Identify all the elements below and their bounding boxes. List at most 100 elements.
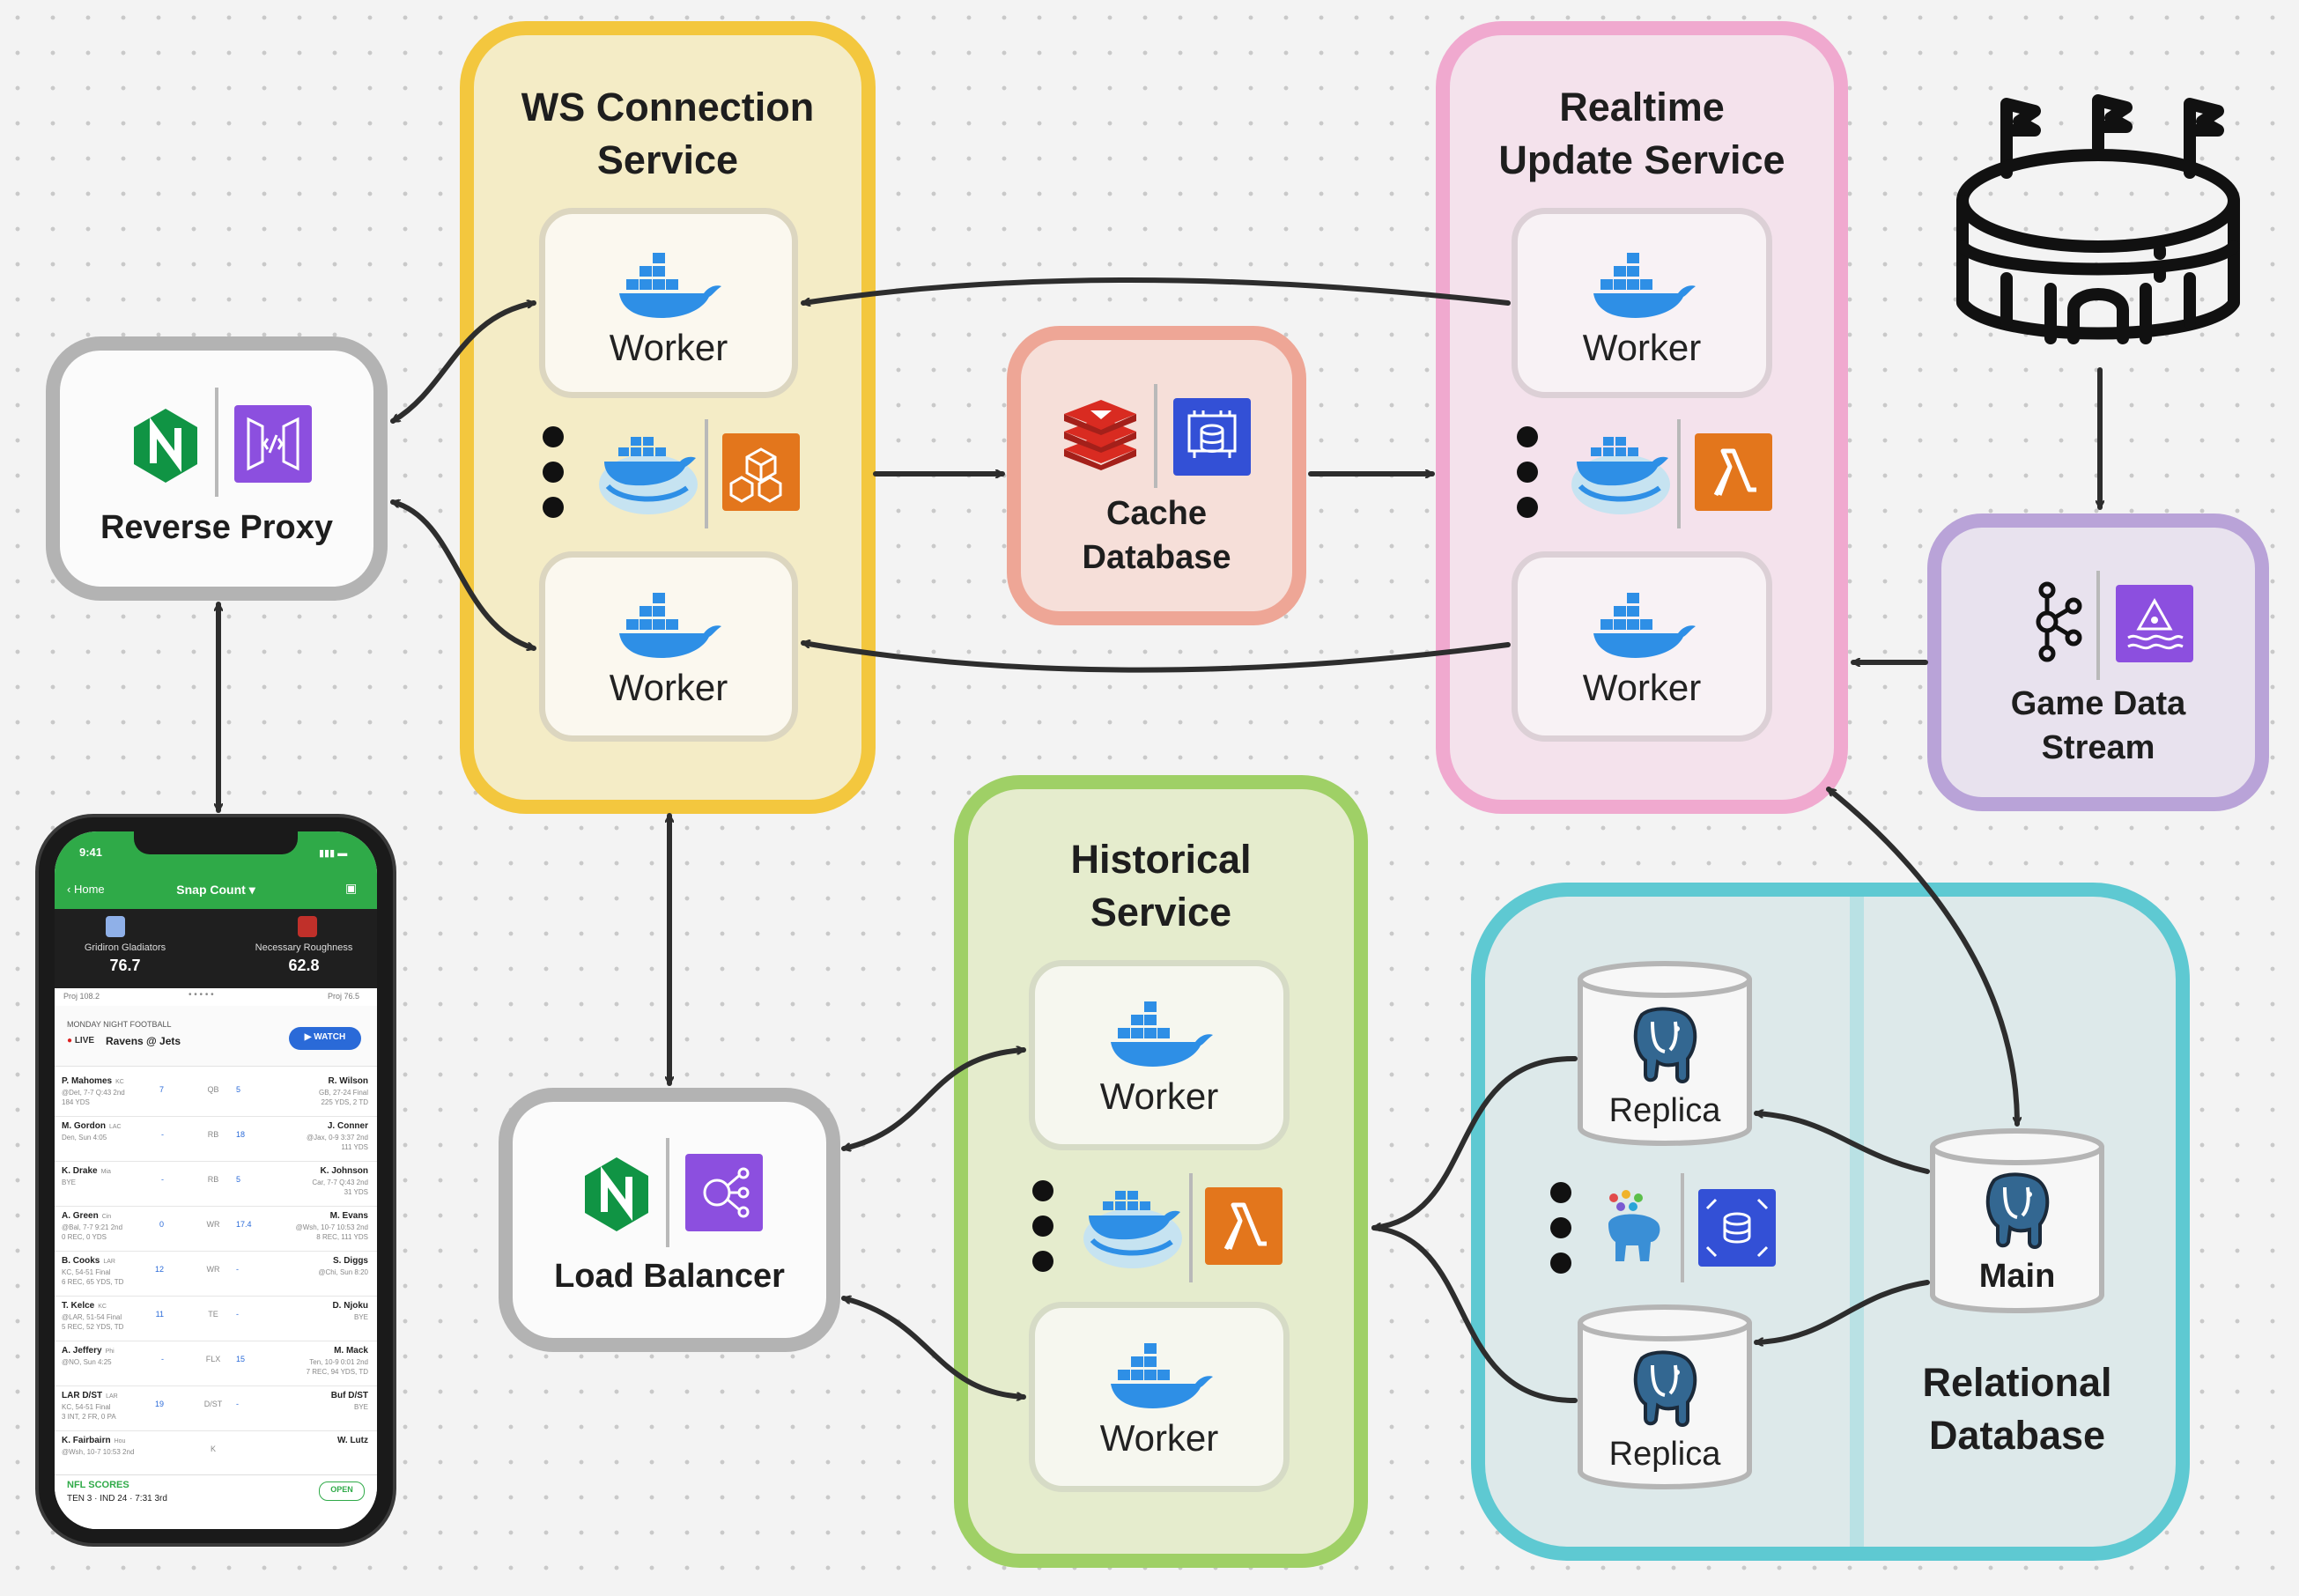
roster-cell-v2: 18: [236, 1130, 246, 1139]
aws-lambda-icon: [1205, 1187, 1283, 1265]
worker-label: Worker: [609, 327, 728, 368]
roster-cell-p2: K. Johnson: [320, 1166, 368, 1176]
roster-cell-v2: -: [236, 1400, 239, 1408]
realtime-worker-bottom[interactable]: Worker: [1512, 551, 1772, 742]
roster-cell-s2: BYE: [353, 1313, 368, 1321]
chevron-left-icon: ‹: [67, 883, 74, 896]
roster-cell-d1: 6 REC, 65 YDS, TD: [62, 1278, 124, 1286]
roster-team-tag: LAR: [106, 1393, 118, 1400]
roster-cell-v2: 5: [236, 1085, 241, 1094]
roster-cell-v1: 11: [155, 1310, 164, 1319]
ellipsis-dot: [1550, 1252, 1571, 1274]
roster-cell-v1: 0: [159, 1220, 164, 1229]
replica-top-db[interactable]: Replica: [1577, 960, 1753, 1149]
roster-cell-p2: D. Njoku: [332, 1301, 368, 1311]
chat-icon[interactable]: ▣: [345, 881, 358, 895]
historical-worker-bottom[interactable]: Worker: [1029, 1302, 1290, 1492]
roster-cell-s2: @Chi, Sun 8:20: [318, 1268, 368, 1276]
roster-cell-p2: J. Conner: [327, 1121, 368, 1131]
docker-swarm-icon: [1571, 437, 1670, 514]
main-label: Main: [1978, 1258, 2056, 1295]
roster-cell-pos: QB: [207, 1085, 219, 1094]
roster-cell-pos: RB: [207, 1175, 219, 1184]
status-time: 9:41: [79, 846, 103, 859]
aws-rds-icon: [1698, 1189, 1776, 1267]
worker-label: Worker: [609, 667, 728, 708]
load-balancer-label: Load Balancer: [554, 1258, 785, 1295]
roster-cell-v2: 17.4: [236, 1220, 252, 1229]
roster-team-tag: Mia: [100, 1169, 111, 1175]
roster-cell-v1: 19: [154, 1400, 164, 1408]
roster-cell-s1: KC, 54-51 Final: [62, 1268, 111, 1276]
phone-screen: 9:41 ▮▮▮ ▬ ‹ Home Snap Count ▾ ▣ Gridiro…: [55, 831, 377, 1529]
separator: [1677, 419, 1681, 528]
ellipsis-dot: [543, 426, 564, 447]
roster-cell-v1: 7: [159, 1085, 164, 1094]
worker-label: Worker: [1099, 1417, 1219, 1459]
roster-cell-d2: 111 YDS: [341, 1143, 368, 1151]
scores-title: NFL SCORES: [67, 1480, 129, 1490]
realtime-worker-top[interactable]: Worker: [1512, 208, 1772, 398]
watch-button[interactable]: [289, 1027, 361, 1050]
team2-proj: Proj 76.5: [328, 992, 360, 1001]
caret-down-icon: ▾: [245, 883, 255, 897]
roster-team-tag: LAR: [103, 1259, 115, 1265]
nginx-icon: [134, 409, 197, 483]
docker-whale-icon: [1111, 1001, 1213, 1067]
roster-team-tag: Phi: [105, 1348, 115, 1355]
roster-cell-v1: 12: [154, 1265, 164, 1274]
connector-realtime-main: [1826, 787, 2017, 1127]
worker-label: Worker: [1582, 667, 1702, 708]
main-db[interactable]: Main: [1929, 1127, 2105, 1316]
ellipsis-dot: [1032, 1215, 1053, 1237]
roster-cell-s1: BYE: [62, 1179, 77, 1186]
roster-cell-s1: @NO, Sun 4:25: [62, 1358, 112, 1366]
roster-cell-d2: 225 YDS, 2 TD: [321, 1098, 368, 1106]
roster-cell-pos: FLX: [205, 1355, 221, 1363]
ws-worker-bottom[interactable]: Worker: [539, 551, 798, 742]
pgpool-icon: [1608, 1190, 1660, 1261]
roster-cell-pos: K: [210, 1445, 216, 1453]
roster-cell-s1: KC, 54-51 Final: [62, 1403, 111, 1411]
ellipsis-dot: [543, 497, 564, 518]
postgresql-elephant-icon: [1633, 1350, 1697, 1427]
roster-cell-p2: M. Mack: [334, 1346, 368, 1356]
historical-worker-top[interactable]: Worker: [1029, 960, 1290, 1150]
load-balancer-group: [499, 1088, 840, 1352]
separator: [705, 419, 708, 528]
roster-cell-pos: WR: [206, 1265, 220, 1274]
replica-bottom-db[interactable]: Replica: [1577, 1304, 1753, 1492]
open-button[interactable]: [319, 1481, 365, 1501]
roster-cell-p2: Buf D/ST: [330, 1391, 368, 1400]
roster-cell-s1: Den, Sun 4:05: [62, 1134, 107, 1142]
replica-label: Replica: [1608, 1092, 1721, 1129]
docker-swarm-icon: [1083, 1191, 1182, 1268]
aws-lambda-icon: [1695, 433, 1772, 511]
ellipsis-dot: [1032, 1180, 1053, 1201]
roster-cell-s1: @Wsh, 10-7 10:53 2nd: [62, 1448, 135, 1456]
ws-worker-top[interactable]: Worker: [539, 208, 798, 398]
ellipsis-dot: [1517, 462, 1538, 483]
back-button[interactable]: ‹ Home: [67, 883, 105, 896]
team1-proj: Proj 108.2: [63, 992, 100, 1001]
nav-title[interactable]: Snap Count ▾: [55, 883, 377, 898]
postgresql-elephant-icon: [1633, 1007, 1697, 1083]
docker-whale-icon: [619, 253, 721, 318]
